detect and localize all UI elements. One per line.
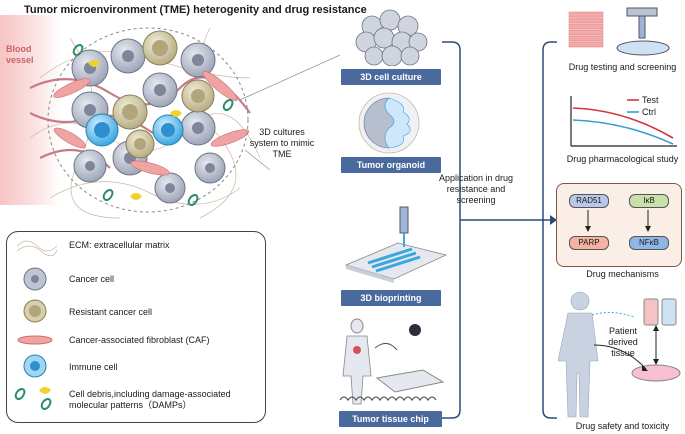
- legend-cancer-cell: Cancer cell: [69, 274, 115, 284]
- mid-label: 3D cultures system to mimic TME: [249, 127, 315, 159]
- organoid-illustration: [358, 92, 420, 154]
- legend-resistant: Resistant cancer cell: [69, 307, 153, 317]
- resistant-cells: [112, 30, 215, 159]
- immune-cell-icon: [23, 354, 47, 378]
- resistant-cell-icon: [23, 299, 47, 323]
- blood-vessel-region: [0, 15, 60, 205]
- legend-test: Test: [642, 95, 659, 105]
- legend-immune: Immune cell: [69, 362, 118, 372]
- bioprinting-illustration: [344, 206, 448, 283]
- test-curve: [572, 107, 674, 139]
- tissue-chip-illustration: [339, 318, 445, 405]
- application-bracket: [442, 41, 557, 419]
- application-label: Application in drug resistance and scree…: [438, 173, 514, 205]
- label-drug-pharm: Drug pharmacological study: [566, 154, 679, 164]
- label-3d-cell-culture: 3D cell culture: [341, 69, 441, 85]
- label-drug-mechanisms: Drug mechanisms: [586, 269, 659, 279]
- ecm-icon: [17, 240, 57, 256]
- label-3d-bioprinting: 3D bioprinting: [341, 290, 441, 306]
- pill-parp: PARP: [569, 236, 609, 250]
- label-drug-testing: Drug testing and screening: [568, 62, 677, 72]
- safety-illustration: [558, 291, 681, 418]
- tumor-cluster: [30, 27, 260, 219]
- screening-illustration: [568, 7, 670, 56]
- legend-debris-line2: molecular patterns（DAMPs）: [69, 400, 192, 410]
- cancer-cells: [71, 38, 226, 204]
- figure-title: Tumor microenvironment (TME) heterogenit…: [24, 4, 367, 16]
- caf-cells: [53, 71, 250, 176]
- mechanism-arrows: [585, 210, 651, 232]
- pharm-chart: [570, 96, 677, 147]
- label-tumor-organoid: Tumor organoid: [341, 157, 441, 173]
- pill-ikb: IκB: [629, 194, 669, 208]
- debris-icon: [14, 387, 52, 410]
- tme-outline: [47, 27, 249, 213]
- mechanisms-box: RAD51 IκB PARP NFκB: [556, 183, 682, 267]
- cell-spheroid-illustration: [355, 9, 428, 66]
- legend-ctrl: Ctrl: [642, 107, 656, 117]
- cancer-cell-icon: [23, 267, 47, 291]
- pill-rad51: RAD51: [569, 194, 609, 208]
- label-tumor-tissue-chip: Tumor tissue chip: [339, 411, 442, 427]
- blood-vessel-label: Blood vessel: [6, 44, 34, 65]
- legend-caf: Cancer-associated fibroblast (CAF): [69, 335, 210, 345]
- ctrl-curve: [572, 119, 674, 145]
- caf-icon: [17, 335, 53, 345]
- legend-box: ECM: extracellular matrix Cancer cell Re…: [6, 231, 266, 423]
- label-patient-tissue: Patient derived tissue: [608, 326, 638, 358]
- tme-connectors: [239, 54, 341, 171]
- label-drug-safety: Drug safety and toxicity: [575, 421, 670, 431]
- legend-ecm: ECM: extracellular matrix: [69, 240, 170, 250]
- legend-debris-line1: Cell debris,including damage-associated: [69, 389, 231, 399]
- immune-cells: [85, 113, 184, 147]
- pill-nfkb: NFκB: [629, 236, 669, 250]
